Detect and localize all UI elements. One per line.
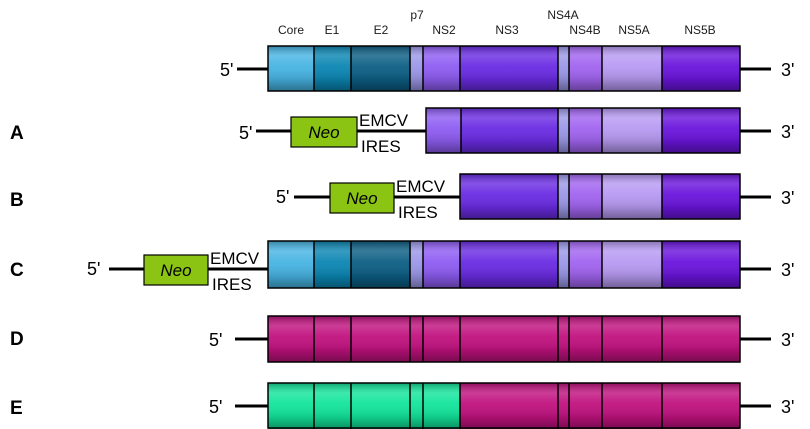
bar-shading xyxy=(426,108,740,153)
neo-label: Neo xyxy=(346,189,377,208)
bar-outline xyxy=(267,45,741,92)
three-prime-label: 3' xyxy=(781,60,794,80)
neo-gene-box xyxy=(143,254,209,286)
three-prime-label: 3' xyxy=(781,260,794,280)
row-b: B 5' Neo EMCV IRES 3' xyxy=(10,173,794,222)
three-prime-label: 3' xyxy=(781,188,794,208)
row-label-e: E xyxy=(10,398,23,419)
emcv-label: EMCV xyxy=(396,177,446,196)
ires-label: IRES xyxy=(361,137,401,156)
gene-label-ns5b: NS5B xyxy=(684,23,715,37)
gene-label-ns2: NS2 xyxy=(432,23,456,37)
three-prime-label: 3' xyxy=(781,330,794,350)
five-prime-label: 5' xyxy=(276,187,289,207)
chimeric-bar xyxy=(267,382,741,429)
five-prime-label: 5' xyxy=(239,123,252,143)
bar-shading xyxy=(268,241,740,288)
three-prime-label: 3' xyxy=(781,397,794,417)
emcv-label: EMCV xyxy=(359,111,409,130)
five-prime-label: 5' xyxy=(209,330,222,350)
polyprotein-bar xyxy=(267,240,741,289)
gene-label-e1: E1 xyxy=(325,23,340,37)
gene-label-ns4a: NS4A xyxy=(547,8,578,22)
neo-label: Neo xyxy=(160,261,191,280)
bar-outline xyxy=(267,315,741,363)
neo-gene-box xyxy=(329,182,395,214)
subgenomic-bar xyxy=(425,107,741,154)
neo-label: Neo xyxy=(308,123,339,142)
bar-shading xyxy=(268,383,740,429)
ires-label: IRES xyxy=(212,275,252,294)
row-c: C 5' Neo EMCV IRES 3' xyxy=(10,240,794,294)
row-e: E 5' 3' xyxy=(10,382,794,429)
ires-label: IRES xyxy=(398,203,438,222)
gene-label-e2: E2 xyxy=(374,23,389,37)
row-d: D 5' 3' xyxy=(10,315,794,363)
bar-outline xyxy=(425,107,741,154)
row-a: A 5' Neo EMCV IRES 3' xyxy=(10,107,794,156)
gene-header: Core E1 E2 p7 NS2 NS3 NS4A NS4B NS5A NS5… xyxy=(278,8,716,37)
gene-label-ns5a: NS5A xyxy=(618,23,649,37)
bar-outline xyxy=(267,240,741,289)
row-label-a: A xyxy=(10,123,24,144)
polyprotein-bar xyxy=(267,315,741,363)
three-prime-label: 3' xyxy=(781,122,794,142)
row-label-d: D xyxy=(10,329,24,350)
five-prime-label: 5' xyxy=(209,397,222,417)
emcv-label: EMCV xyxy=(210,249,260,268)
row-genome: 5' 3' xyxy=(220,45,794,92)
bar-shading xyxy=(460,174,740,219)
five-prime-label: 5' xyxy=(87,259,100,279)
row-label-c: C xyxy=(10,260,24,281)
row-label-b: B xyxy=(10,190,24,211)
gene-label-core: Core xyxy=(278,23,304,37)
bar-outline xyxy=(459,173,741,220)
gene-label-p7: p7 xyxy=(410,8,424,22)
polyprotein-bar xyxy=(267,45,741,92)
subgenomic-bar xyxy=(459,173,741,220)
gene-label-ns3: NS3 xyxy=(495,23,519,37)
bar-outline xyxy=(267,382,741,429)
gene-label-ns4b: NS4B xyxy=(569,23,600,37)
bar-shading xyxy=(268,46,740,91)
bar-shading xyxy=(268,316,740,362)
five-prime-label: 5' xyxy=(220,60,233,80)
